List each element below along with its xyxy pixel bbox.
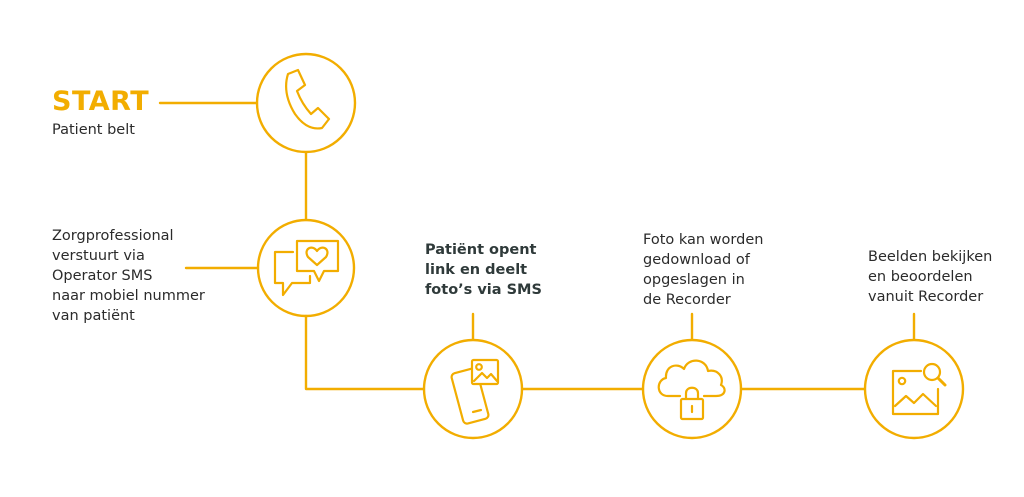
step-label-line: Foto kan worden bbox=[643, 232, 764, 248]
phone-photo-icon bbox=[450, 358, 500, 425]
step-label-line: verstuurt via bbox=[52, 248, 145, 264]
step-circle-phone bbox=[255, 52, 357, 154]
step-label-line: naar mobiel nummer bbox=[52, 288, 205, 304]
step-label-image: Beelden bekijken en beoordelen vanuit Re… bbox=[868, 247, 992, 307]
step-label-line: vanuit Recorder bbox=[868, 289, 984, 305]
step-label-line: Patiënt opent bbox=[425, 242, 537, 258]
step-circle-image bbox=[863, 338, 965, 440]
step-label-line: link en deelt bbox=[425, 262, 528, 278]
step-circle-cloud bbox=[641, 338, 743, 440]
step-label-line: van patiënt bbox=[52, 308, 135, 324]
step-label-line: Operator SMS bbox=[52, 268, 153, 284]
step-label-line: de Recorder bbox=[643, 292, 731, 308]
start-subtitle: Patient belt bbox=[52, 122, 135, 138]
step-label-line: gedownload of bbox=[643, 252, 750, 268]
image-search-icon bbox=[891, 362, 947, 416]
step-label-line: foto’s via SMS bbox=[425, 282, 542, 298]
connector-chat-to-photo bbox=[304, 314, 426, 391]
step-circle-chat bbox=[256, 218, 356, 318]
cloud-lock-icon bbox=[657, 359, 726, 421]
step-circle-photo bbox=[422, 338, 524, 440]
step-label-photo: Patiënt opent link en deelt foto’s via S… bbox=[425, 240, 542, 300]
step-label-cloud: Foto kan worden gedownload of opgeslagen… bbox=[643, 230, 763, 310]
step-label-line: Beelden bekijken bbox=[868, 249, 993, 265]
step-label-chat: Zorgprofessional verstuurt via Operator … bbox=[52, 226, 205, 326]
phone-icon bbox=[285, 68, 331, 130]
step-label-line: Zorgprofessional bbox=[52, 228, 174, 244]
step-label-line: en beoordelen bbox=[868, 269, 973, 285]
start-title: START bbox=[52, 86, 150, 117]
chat-heart-icon bbox=[273, 239, 340, 297]
step-label-line: opgeslagen in bbox=[643, 272, 745, 288]
